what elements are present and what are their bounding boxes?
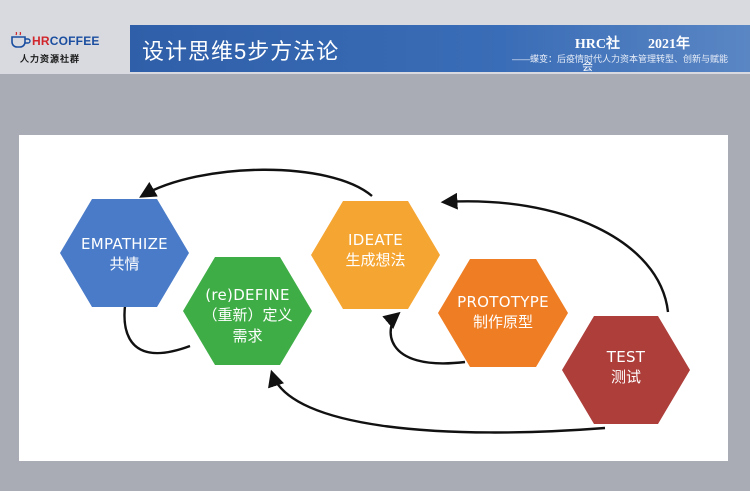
hex-empathize	[60, 199, 189, 307]
label-define: (re)DEFINE （重新）定义 需求	[202, 286, 293, 345]
label-ideate: IDEATE 生成想法	[345, 231, 406, 270]
hex-define	[183, 257, 312, 365]
hrcoffee-logo: HRCOFFEE 人力资源社群	[8, 30, 128, 66]
arrow-prototype-to-ideate	[382, 311, 466, 365]
logo-subtitle: 人力资源社群	[20, 54, 81, 64]
arrow-test-to-define	[268, 369, 606, 434]
org-line-cont: 会	[582, 61, 593, 73]
arrow-test-to-ideate	[440, 192, 670, 313]
page-title: 设计思维5步方法论	[142, 39, 340, 64]
arrow-ideate-to-empathize	[139, 168, 373, 198]
logo-wordmark: HRCOFFEE	[32, 34, 100, 48]
event-subtitle: ——蝶变：后疫情时代人力资本管理转型、创新与赋能	[511, 54, 728, 64]
title-banner: 设计思维5步方法论 HRC社 2021年 ——蝶变：后疫情时代人力资本管理转型、…	[130, 25, 750, 73]
label-prototype: PROTOTYPE 制作原型	[457, 293, 549, 332]
hex-ideate	[311, 201, 440, 309]
hex-test	[562, 316, 690, 424]
coffee-cup-icon	[11, 32, 31, 48]
label-empathize: EMPATHIZE 共情	[81, 235, 168, 274]
hex-prototype	[438, 259, 568, 367]
label-test: TEST 测试	[606, 348, 646, 387]
org-line: HRC社 2021年	[574, 37, 690, 52]
